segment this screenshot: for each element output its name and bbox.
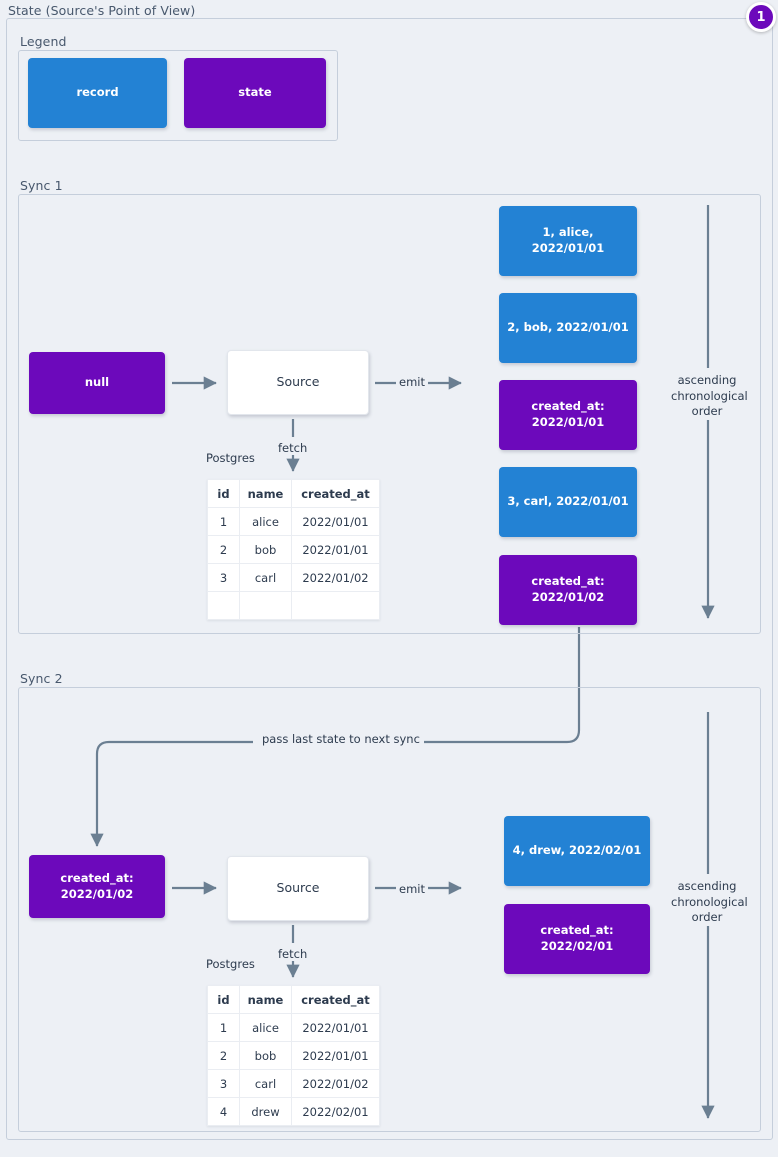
- table-row: [207, 591, 380, 620]
- sync2-order-label: ascending chronological order: [671, 879, 748, 925]
- sync1-emitted-record-1[interactable]: 1, alice, 2022/01/01: [499, 206, 637, 276]
- col-header-id: id: [207, 479, 240, 508]
- sync2-emitted-record-1-label: 4, drew, 2022/02/01: [512, 843, 642, 858]
- sync1-emitted-record-2[interactable]: 2, bob, 2022/01/01: [499, 293, 637, 363]
- sync2-input-state-node[interactable]: created_at: 2022/01/02: [29, 855, 165, 918]
- legend-record-label: record: [76, 85, 119, 100]
- cell-id: 1: [207, 507, 240, 536]
- sync1-source-label: Source: [276, 374, 320, 390]
- sync1-emitted-record-2-label: 2, bob, 2022/01/01: [507, 320, 629, 335]
- cell-id: 4: [207, 1097, 240, 1126]
- col-header-name: name: [239, 985, 292, 1014]
- col-header-created-at: created_at: [291, 985, 380, 1014]
- sync1-frame: [18, 194, 761, 634]
- cell-name: alice: [239, 507, 292, 536]
- cell-created-at: 2022/01/01: [291, 507, 380, 536]
- sync2-source-node[interactable]: Source: [227, 856, 369, 921]
- sync1-source-node[interactable]: Source: [227, 350, 369, 415]
- sync1-input-state-node[interactable]: null: [29, 352, 165, 414]
- legend-frame: [18, 50, 338, 141]
- sync1-title: Sync 1: [20, 178, 63, 193]
- sync2-fetch-label: fetch: [278, 947, 308, 961]
- cell-id: 1: [207, 1013, 240, 1042]
- sync2-postgres-label: Postgres: [206, 957, 255, 971]
- cell-created-at: 2022/01/01: [291, 1013, 380, 1042]
- cell-name: [239, 591, 292, 620]
- sync2-emitted-state-1[interactable]: created_at: 2022/02/01: [504, 904, 650, 974]
- cell-created-at: [291, 591, 380, 620]
- sync2-title: Sync 2: [20, 671, 63, 686]
- step-badge-label: 1: [756, 9, 766, 25]
- cell-id: 2: [207, 535, 240, 564]
- legend-state-label: state: [238, 85, 272, 100]
- sync1-emitted-record-1-label: 1, alice, 2022/01/01: [531, 225, 605, 255]
- col-header-name: name: [239, 479, 292, 508]
- table-header-row: id name created_at: [207, 479, 380, 508]
- sync2-emitted-record-1[interactable]: 4, drew, 2022/02/01: [504, 816, 650, 886]
- state-group-frame: [6, 18, 773, 1140]
- cell-name: carl: [239, 563, 292, 592]
- sync1-emit-label: emit: [399, 375, 425, 389]
- cell-name: bob: [239, 1041, 292, 1070]
- cell-id: 2: [207, 1041, 240, 1070]
- cell-name: carl: [239, 1069, 292, 1098]
- sync1-emitted-state-1-label: created_at: 2022/01/01: [531, 399, 605, 429]
- legend-item-record[interactable]: record: [28, 58, 167, 128]
- sync1-input-state-label: null: [84, 375, 110, 390]
- cell-name: drew: [239, 1097, 292, 1126]
- sync1-emitted-state-1[interactable]: created_at: 2022/01/01: [499, 380, 637, 450]
- legend-title: Legend: [20, 34, 67, 49]
- cell-id: 3: [207, 563, 240, 592]
- table-header-row: id name created_at: [207, 985, 380, 1014]
- sync1-order-label: ascending chronological order: [671, 373, 748, 419]
- col-header-created-at: created_at: [291, 479, 380, 508]
- sync2-emitted-state-1-label: created_at: 2022/02/01: [540, 923, 614, 953]
- sync2-input-state-label: created_at: 2022/01/02: [60, 870, 134, 901]
- sync1-emitted-state-2-label: created_at: 2022/01/02: [531, 574, 605, 604]
- step-badge[interactable]: 1: [746, 2, 776, 32]
- sync2-emit-label: emit: [399, 882, 425, 896]
- sync1-emitted-record-3[interactable]: 3, carl, 2022/01/01: [499, 467, 637, 537]
- cell-created-at: 2022/01/01: [291, 1041, 380, 1070]
- cell-name: alice: [239, 1013, 292, 1042]
- legend-item-state[interactable]: state: [184, 58, 326, 128]
- cell-name: bob: [239, 535, 292, 564]
- sync2-frame: [18, 687, 761, 1132]
- cell-created-at: 2022/01/02: [291, 1069, 380, 1098]
- sync1-postgres-label: Postgres: [206, 451, 255, 465]
- cell-id: [207, 591, 240, 620]
- cell-created-at: 2022/02/01: [291, 1097, 380, 1126]
- cell-created-at: 2022/01/01: [291, 535, 380, 564]
- sync1-emitted-state-2[interactable]: created_at: 2022/01/02: [499, 555, 637, 625]
- cell-id: 3: [207, 1069, 240, 1098]
- pass-last-state-label: pass last state to next sync: [258, 732, 424, 746]
- sync1-emitted-record-3-label: 3, carl, 2022/01/01: [507, 494, 629, 509]
- col-header-id: id: [207, 985, 240, 1014]
- sync2-source-label: Source: [276, 880, 320, 896]
- sync1-fetch-label: fetch: [278, 441, 308, 455]
- page-title: State (Source's Point of View): [8, 3, 196, 18]
- cell-created-at: 2022/01/02: [291, 563, 380, 592]
